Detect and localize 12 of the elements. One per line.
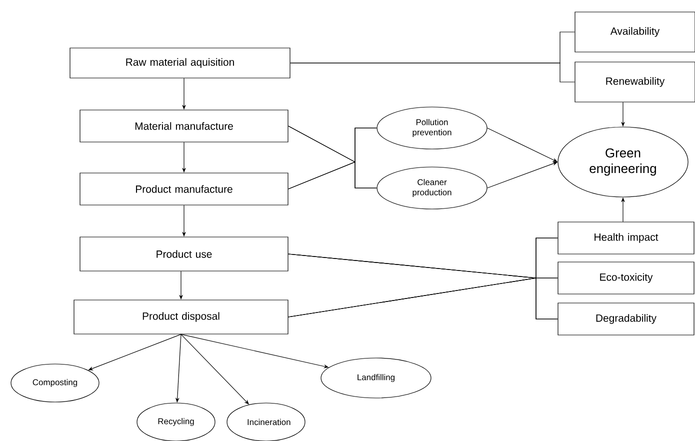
process-box: Renewability [574,62,695,102]
process-box: Product use [80,236,288,272]
process-box: Material manufacture [80,110,288,142]
connector [288,162,377,190]
process-box: Product disposal [74,300,288,334]
process-box: Health impact [558,222,694,254]
process-box: Availability [574,12,695,52]
process-box: Degradability [558,302,694,336]
process-box: Eco-toxicity [558,262,694,294]
process-box: Raw material aquisition [70,48,290,78]
process-box: Product manufacture [80,172,288,206]
connector [290,62,575,82]
